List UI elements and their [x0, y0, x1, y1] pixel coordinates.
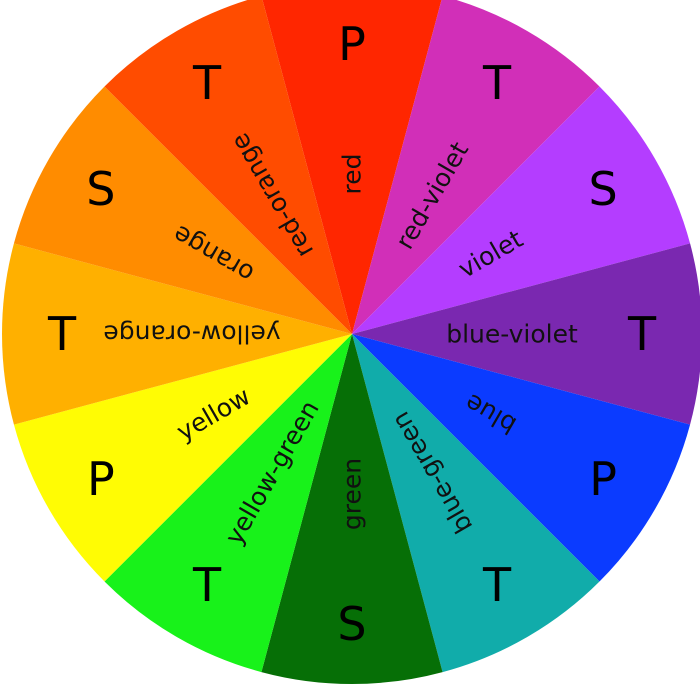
wheel-segment-yellow	[13, 334, 353, 582]
segment-letter-yellow: P	[87, 452, 115, 506]
wheel-segment-red-violet	[352, 0, 600, 334]
segment-letter-red-orange: T	[192, 56, 222, 110]
wheel-segment-blue-violet	[352, 243, 700, 425]
segment-letter-orange: S	[86, 162, 115, 216]
segment-label-yellow-orange: yellow-orange	[103, 320, 280, 349]
segment-letter-red: P	[338, 17, 366, 71]
segment-label-blue-violet: blue-violet	[446, 320, 578, 349]
wheel-segment-orange	[13, 86, 353, 334]
wheel-segment-green	[261, 334, 443, 684]
segment-letter-yellow-orange: T	[47, 307, 77, 361]
segment-letter-green: S	[337, 597, 366, 651]
segment-letter-violet: S	[589, 162, 618, 216]
wheel-segment-yellow-green	[104, 334, 352, 673]
segment-letter-red-violet: T	[482, 56, 512, 110]
segment-letter-blue: P	[589, 452, 617, 506]
wheel-segment-red-orange	[104, 0, 352, 334]
segment-label-red: red	[338, 154, 367, 195]
segment-label-green: green	[338, 458, 367, 530]
segment-letter-blue-violet: T	[627, 307, 657, 361]
wheel-segment-red	[262, 0, 442, 334]
wheel-segment-blue-green	[352, 334, 600, 673]
wheel-segment-yellow-orange	[2, 243, 353, 425]
wheel-segment-violet	[352, 86, 691, 334]
wheel-segment-blue	[352, 334, 691, 582]
segment-letter-blue-green: T	[482, 558, 512, 612]
segment-letter-yellow-green: T	[192, 558, 222, 612]
